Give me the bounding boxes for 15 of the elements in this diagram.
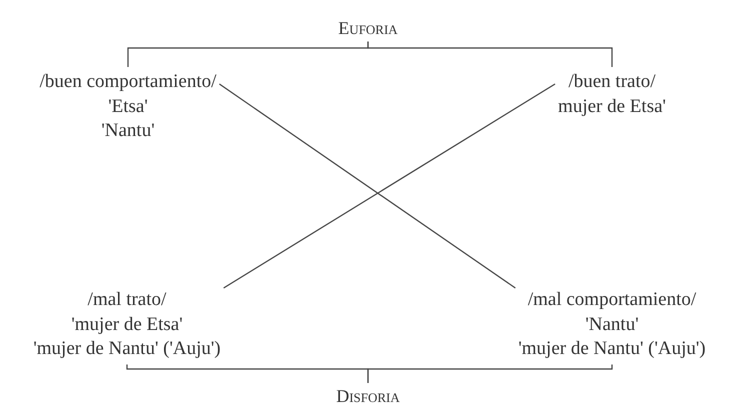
pole-label: Euforia [338, 17, 398, 40]
bracket-line [367, 364, 613, 383]
term-text: /mal trato/ [86, 288, 168, 312]
pole-label: Disforia [336, 385, 400, 408]
term-text: 'mujer de Etsa' [70, 312, 184, 336]
term-text: /buen trato/ [567, 70, 657, 94]
term-text: /buen comportamiento/ [40, 70, 216, 94]
term-text: 'Nantu' [100, 119, 156, 143]
term-text: /mal comportamiento/ [526, 288, 698, 312]
term-text: 'mujer de Nantu' ('Auju') [33, 337, 221, 361]
term-text: 'Nantu' [584, 312, 640, 336]
term-text: 'Etsa' [107, 94, 149, 118]
bracket-line [367, 42, 613, 67]
term-text: mujer de Etsa' [558, 94, 666, 118]
term-text: 'mujer de Nantu' ('Auju') [518, 337, 706, 361]
